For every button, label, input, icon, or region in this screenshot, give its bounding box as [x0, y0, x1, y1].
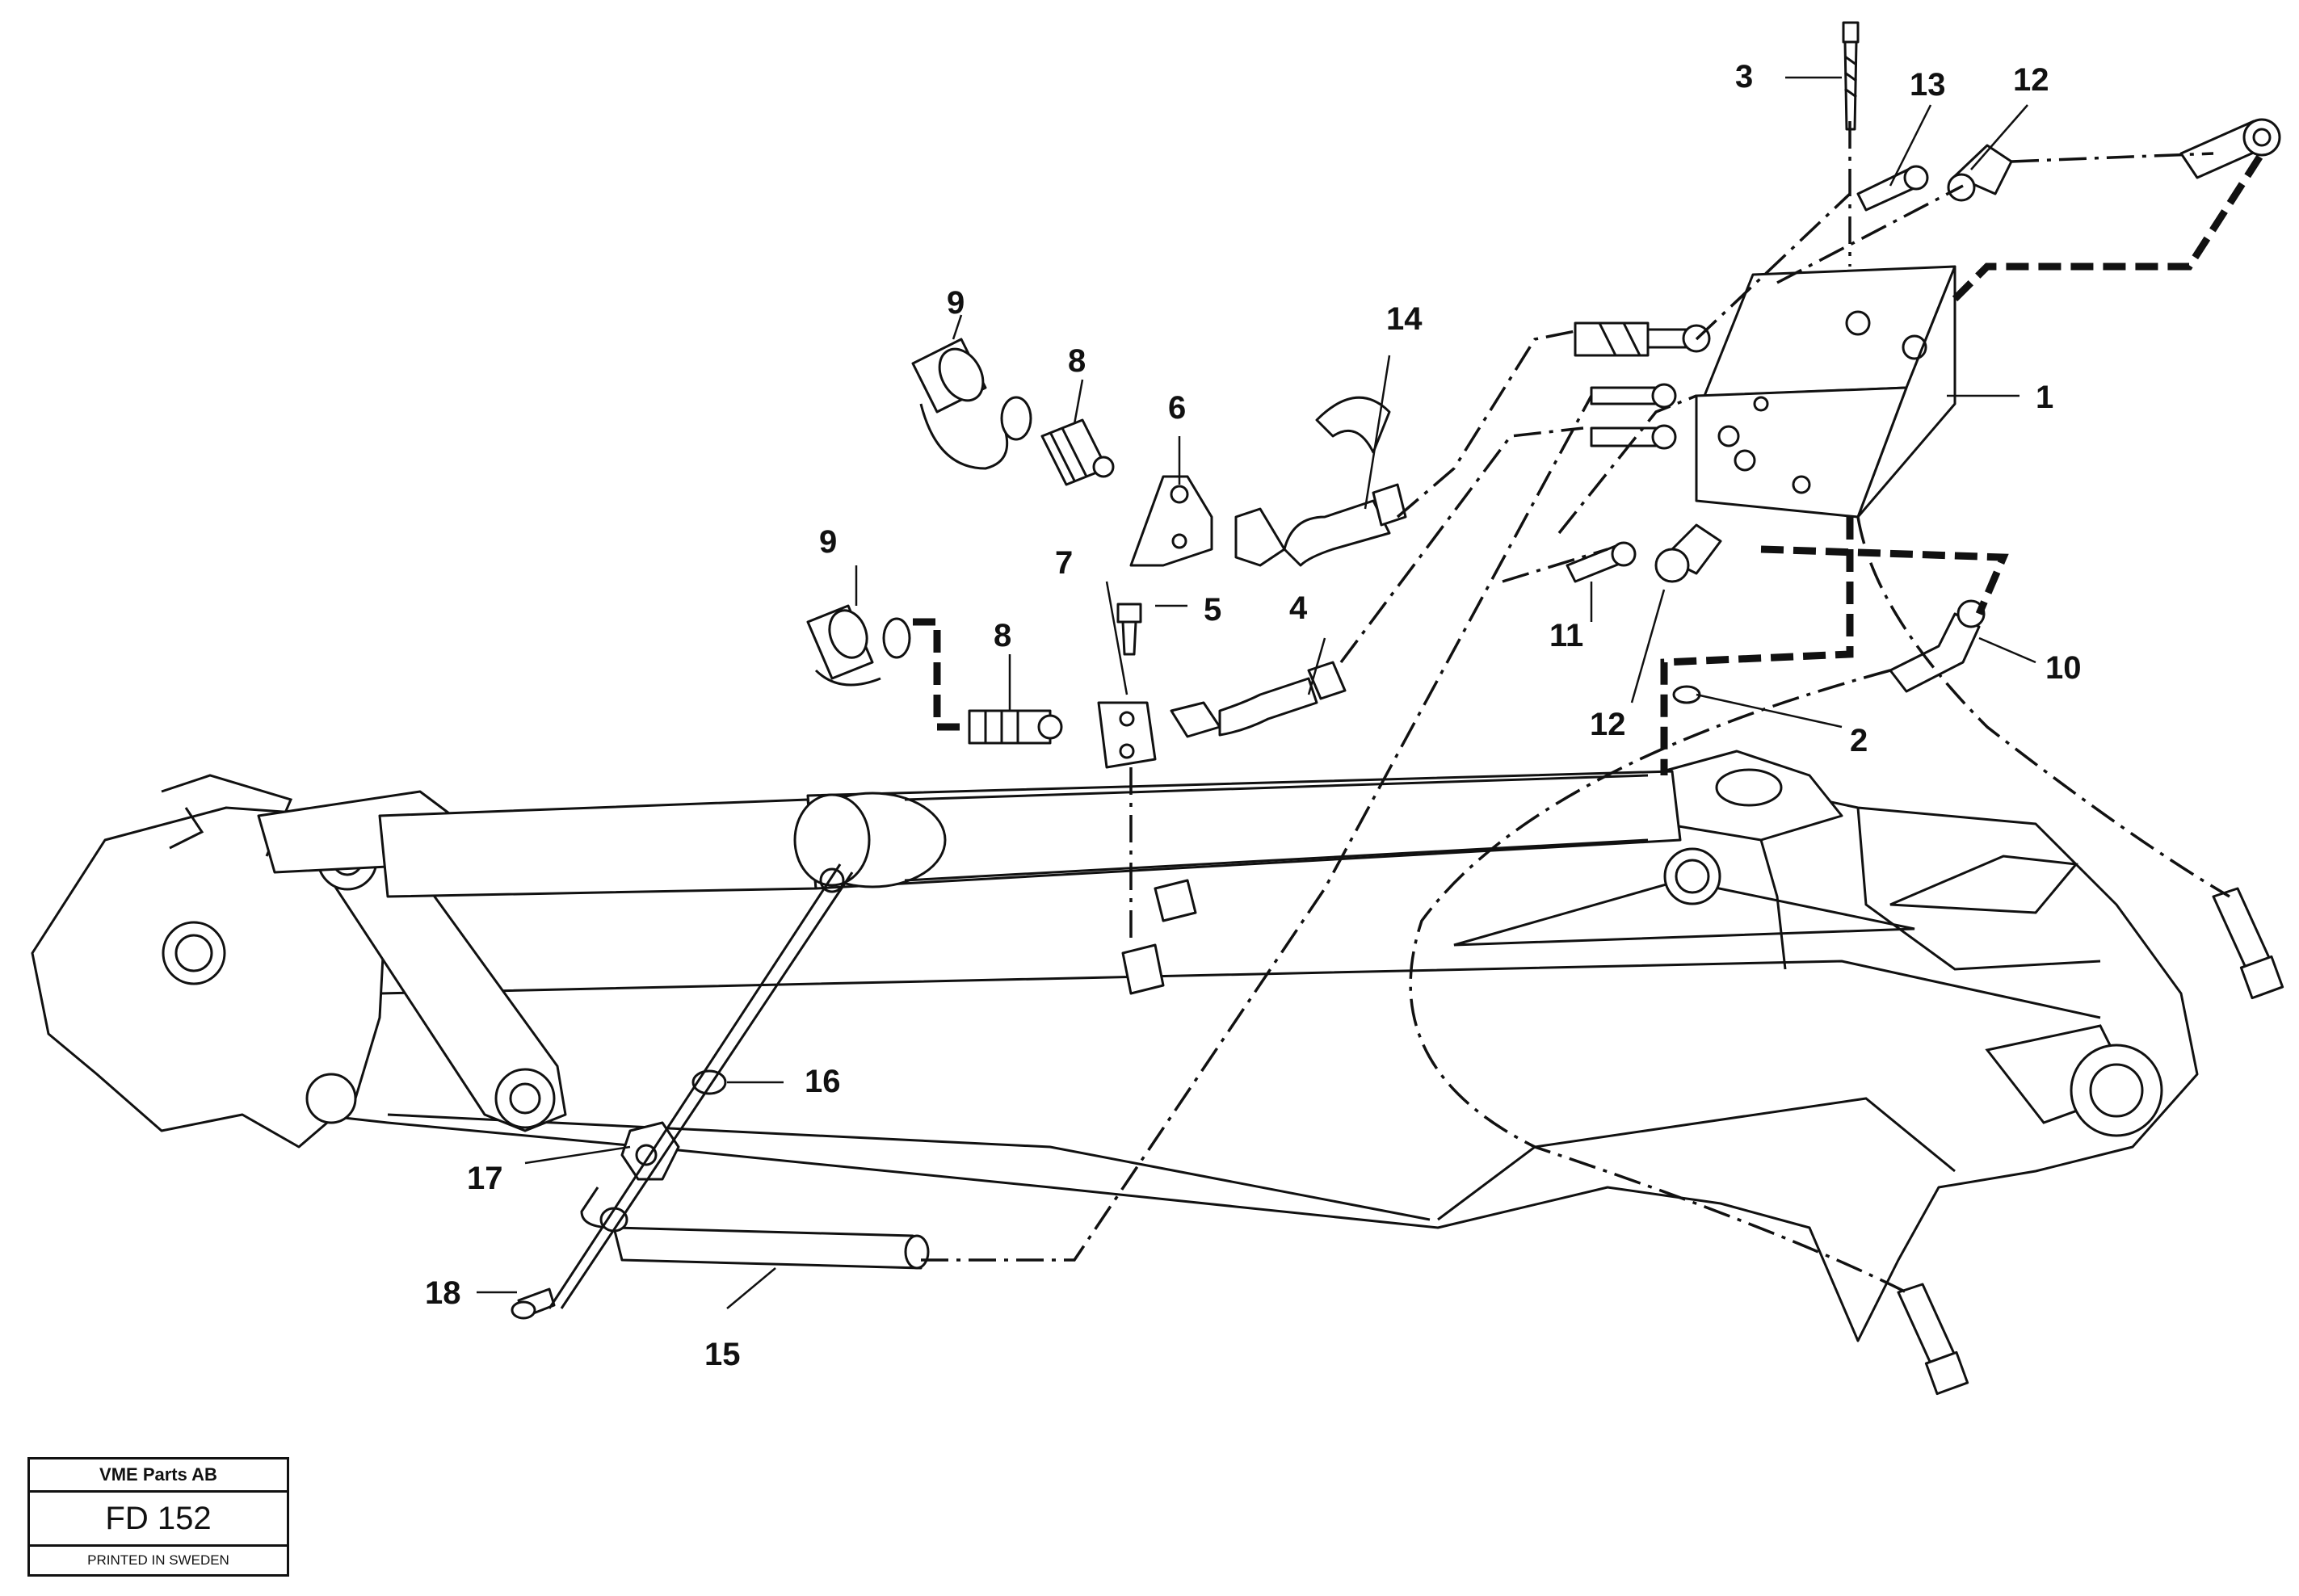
- hose-assembly-upper: [1234, 396, 1407, 567]
- nipple-part-13: [1856, 165, 1929, 212]
- coupling-part-8-lower: [968, 709, 1063, 745]
- pipe-part-15: [580, 1186, 930, 1270]
- hose-heavy-dash-lines: [913, 151, 2265, 775]
- callout-13: 13: [1910, 67, 1946, 103]
- clamp-part-17: [620, 1121, 680, 1181]
- callout-6: 6: [1168, 390, 1186, 426]
- title-block: VME Parts AB FD 152 PRINTED IN SWEDEN: [27, 1457, 289, 1577]
- clamp-blocks-boom: [1121, 879, 1197, 995]
- hose-part-4: [1170, 661, 1347, 738]
- callout-8-upper: 8: [1068, 343, 1086, 379]
- callout-9-lower: 9: [819, 524, 837, 560]
- company-name: VME Parts AB: [30, 1460, 287, 1493]
- bolt-part-18: [511, 1287, 556, 1320]
- callout-18: 18: [425, 1275, 461, 1311]
- bolt-part-3: [1842, 21, 1860, 131]
- hose-elbow-part-10: [1889, 599, 1986, 693]
- callout-labels: 1 2 3 4 5 6 7 8 8 9 9 10 11 12 12 13 14 …: [425, 59, 2082, 1372]
- o-ring-part-2: [1672, 685, 1701, 704]
- callout-17: 17: [467, 1161, 503, 1196]
- callout-12-lower: 12: [1590, 707, 1626, 742]
- callout-5: 5: [1204, 592, 1221, 628]
- screw-part-5: [1116, 603, 1142, 656]
- linkage-bars: [257, 790, 567, 1132]
- hose-routing-lines: [921, 121, 2230, 1294]
- bracket-part-7: [1097, 701, 1157, 769]
- callout-2: 2: [1850, 723, 1868, 758]
- elbow-part-12-upper: [1947, 144, 2013, 202]
- nipple-part-11: [1566, 541, 1637, 583]
- callout-4: 4: [1289, 590, 1308, 626]
- hose-ends-lower-right: [1897, 887, 2284, 1396]
- rod-line: [548, 863, 842, 1309]
- callout-3: 3: [1735, 59, 1753, 94]
- callout-16: 16: [805, 1064, 841, 1099]
- drawing-number: FD 152: [30, 1493, 287, 1547]
- callout-8-lower: 8: [994, 618, 1011, 653]
- callout-10: 10: [2045, 650, 2082, 686]
- callout-12-upper: 12: [2013, 62, 2049, 98]
- printed-note: PRINTED IN SWEDEN: [87, 1552, 229, 1568]
- coupling-part-8-upper: [1040, 418, 1115, 486]
- callout-7: 7: [1055, 545, 1073, 581]
- hydraulic-cylinder: [378, 770, 1682, 898]
- callout-11: 11: [1549, 618, 1583, 653]
- callout-14: 14: [1386, 301, 1423, 337]
- callout-1: 1: [2036, 380, 2053, 415]
- callout-15: 15: [704, 1337, 741, 1372]
- callout-9-upper: 9: [947, 285, 965, 321]
- dust-cap-part-9-lower: [806, 604, 911, 687]
- valve-block: [1695, 265, 1956, 519]
- boom-foot-bracket: [31, 774, 389, 1149]
- boom-arm: [120, 750, 2199, 1342]
- rod-line-2: [560, 872, 854, 1309]
- hose-end-upper-right: [2179, 118, 2281, 179]
- bracket-part-6: [1129, 475, 1213, 567]
- dust-cap-part-9-upper: [911, 338, 1032, 470]
- elbow-part-12-lower: [1654, 523, 1722, 583]
- leader-lines: [477, 76, 2036, 1309]
